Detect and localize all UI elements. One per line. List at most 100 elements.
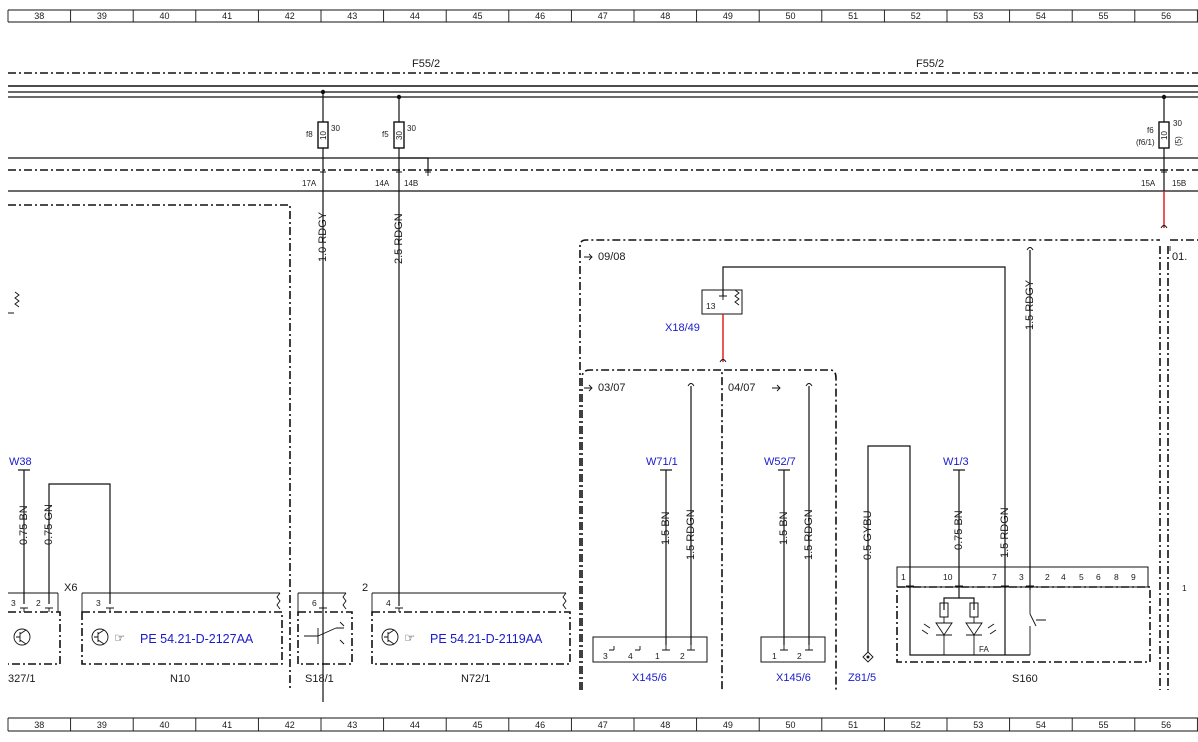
ruler-number: 54 — [1036, 11, 1046, 21]
ruler-number: 47 — [598, 11, 608, 21]
svg-text:1.5 RDGY: 1.5 RDGY — [1024, 279, 1036, 330]
ruler-number: 38 — [34, 11, 44, 21]
svg-text:30: 30 — [407, 124, 416, 133]
hand-icon: ☞ — [114, 631, 125, 645]
svg-text:0.5 GYBU: 0.5 GYBU — [862, 510, 874, 560]
connector-z81-label[interactable]: Z81/5 — [848, 672, 876, 684]
ground-w38[interactable]: W38 0.75 BN — [9, 456, 32, 604]
ground-w71-label[interactable]: W71/1 — [646, 456, 678, 468]
connector-x6-label: X6 — [64, 582, 77, 594]
ground-w38-label[interactable]: W38 — [9, 456, 32, 468]
wire-f5-label: 2.5 RDGN — [393, 213, 405, 264]
connector-x145-right-label[interactable]: X145/6 — [776, 672, 811, 684]
ruler-number: 54 — [1036, 720, 1046, 730]
bus-label-right: F55/2 — [916, 58, 944, 70]
ground-w1-label[interactable]: W1/3 — [943, 456, 969, 468]
svg-text:4: 4 — [1061, 572, 1066, 582]
component-fa-label: FA — [979, 645, 989, 654]
module-box-0307 — [581, 369, 723, 690]
link-pe-n10[interactable]: PE 54.21-D-2127AA — [140, 632, 254, 646]
ref-01: 01. — [1172, 251, 1187, 263]
link-pe-n72[interactable]: PE 54.21-D-2119AA — [430, 632, 543, 646]
ruler-number: 38 — [34, 720, 44, 730]
ref-0908: 09/08 — [598, 251, 626, 263]
wire-s160-rdgn: 1.5 RDGN — [999, 507, 1011, 558]
ruler-number: 40 — [159, 720, 169, 730]
fuse-f6-id: f6 — [1147, 126, 1154, 135]
ruler-number: 56 — [1161, 720, 1171, 730]
ground-w52[interactable]: W52/7 1.5 BN — [764, 456, 796, 645]
connector-x145-right[interactable]: 1 2 X145/6 — [760, 636, 826, 684]
fuse-box-bus: F55/2 F55/2 — [8, 58, 1198, 192]
ground-w71[interactable]: W71/1 1.5 BN — [646, 456, 678, 645]
ruler-number: 53 — [973, 11, 983, 21]
svg-text:8: 8 — [1114, 572, 1119, 582]
svg-text:30: 30 — [395, 131, 404, 140]
ruler-number: 42 — [285, 720, 295, 730]
svg-text:2: 2 — [797, 651, 802, 661]
ruler-number: 44 — [410, 720, 420, 730]
component-n72-label: N72/1 — [461, 673, 490, 685]
ref-0307: 03/07 — [598, 382, 626, 394]
svg-text:13: 13 — [706, 301, 716, 311]
fuse-f6[interactable]: 10 f6 (f6/1) 30 (5) 15A 15B — [1136, 94, 1186, 228]
svg-text:3: 3 — [11, 598, 16, 608]
right-edge-pin: 1 — [1182, 583, 1187, 593]
connector-z81[interactable]: 0.5 GYBU Z81/5 — [848, 445, 911, 684]
svg-text:10: 10 — [943, 572, 953, 582]
ruler-number: 55 — [1098, 11, 1108, 21]
connector-x145-left-label[interactable]: X145/6 — [632, 672, 667, 684]
svg-text:4: 4 — [628, 651, 633, 661]
connector-x18[interactable]: 13 X18/49 — [665, 266, 1006, 590]
fuse-f5-pin: 14A — [375, 179, 390, 188]
fuse-f8[interactable]: 10 f8 30 17A 1.0 RDGY — [302, 89, 340, 702]
svg-text:2: 2 — [1045, 572, 1050, 582]
svg-text:1.5 RDGN: 1.5 RDGN — [803, 509, 815, 560]
svg-text:0.75 GN: 0.75 GN — [43, 504, 55, 545]
component-b27[interactable]: 3 2 327/1 — [8, 592, 61, 685]
ruler-number: 51 — [848, 720, 858, 730]
left-module-box — [8, 204, 291, 690]
svg-text:5: 5 — [1079, 572, 1084, 582]
ground-w1[interactable]: W1/3 0.75 BN — [943, 456, 969, 590]
svg-text:(5): (5) — [1174, 136, 1183, 146]
svg-text:0.75 BN: 0.75 BN — [953, 510, 965, 550]
svg-text:3: 3 — [1019, 572, 1024, 582]
svg-text:2: 2 — [362, 582, 368, 594]
svg-text:1: 1 — [901, 572, 906, 582]
arrow-icon — [584, 384, 593, 392]
ruler-number: 52 — [911, 720, 921, 730]
wire-w38-bn: 0.75 BN — [18, 505, 30, 545]
component-s160-label: S160 — [1012, 673, 1038, 685]
component-b27-label: 327/1 — [8, 673, 36, 685]
ground-w52-label[interactable]: W52/7 — [764, 456, 796, 468]
fuse-f5[interactable]: 30 f5 30 14A 14B 2.5 RDGN — [375, 94, 429, 606]
component-n72[interactable]: 2 4 ☞ PE 54.21-D-2119AA N72/1 — [362, 582, 571, 685]
ruler-number: 40 — [159, 11, 169, 21]
svg-text:3: 3 — [96, 598, 101, 608]
fuse-f6-alt: (f6/1) — [1136, 138, 1155, 147]
connector-x145-left[interactable]: 3 4 1 2 X145/6 — [592, 636, 708, 684]
fuse-f6-pin2: 15B — [1172, 179, 1186, 188]
module-box-0407 — [724, 369, 837, 690]
component-n10[interactable]: 3 ☞ PE 54.21-D-2127AA N10 — [81, 592, 283, 685]
svg-text:1.5 BN: 1.5 BN — [660, 511, 672, 545]
svg-text:1.5 RDGN: 1.5 RDGN — [685, 509, 697, 560]
svg-text:9: 9 — [1131, 572, 1136, 582]
wire-w71-rdgn: 1.5 RDGN — [685, 383, 697, 645]
component-n10-label: N10 — [170, 673, 190, 685]
wire-w52-rdgn: 1.5 RDGN — [803, 383, 815, 645]
connector-x18-label[interactable]: X18/49 — [665, 322, 700, 334]
svg-text:10: 10 — [319, 131, 328, 140]
ruler-number: 39 — [97, 720, 107, 730]
wire-x6-gn: 0.75 GN — [43, 483, 111, 604]
ruler-number: 42 — [285, 11, 295, 21]
svg-text:7: 7 — [992, 572, 997, 582]
svg-text:30: 30 — [1173, 119, 1182, 128]
component-s160[interactable]: 1 10 7 3 2 4 5 6 8 9 FA S160 — [896, 566, 1151, 685]
component-s18[interactable]: 6 S18/1 — [297, 592, 353, 685]
svg-text:3: 3 — [603, 651, 608, 661]
svg-text:1: 1 — [772, 651, 777, 661]
